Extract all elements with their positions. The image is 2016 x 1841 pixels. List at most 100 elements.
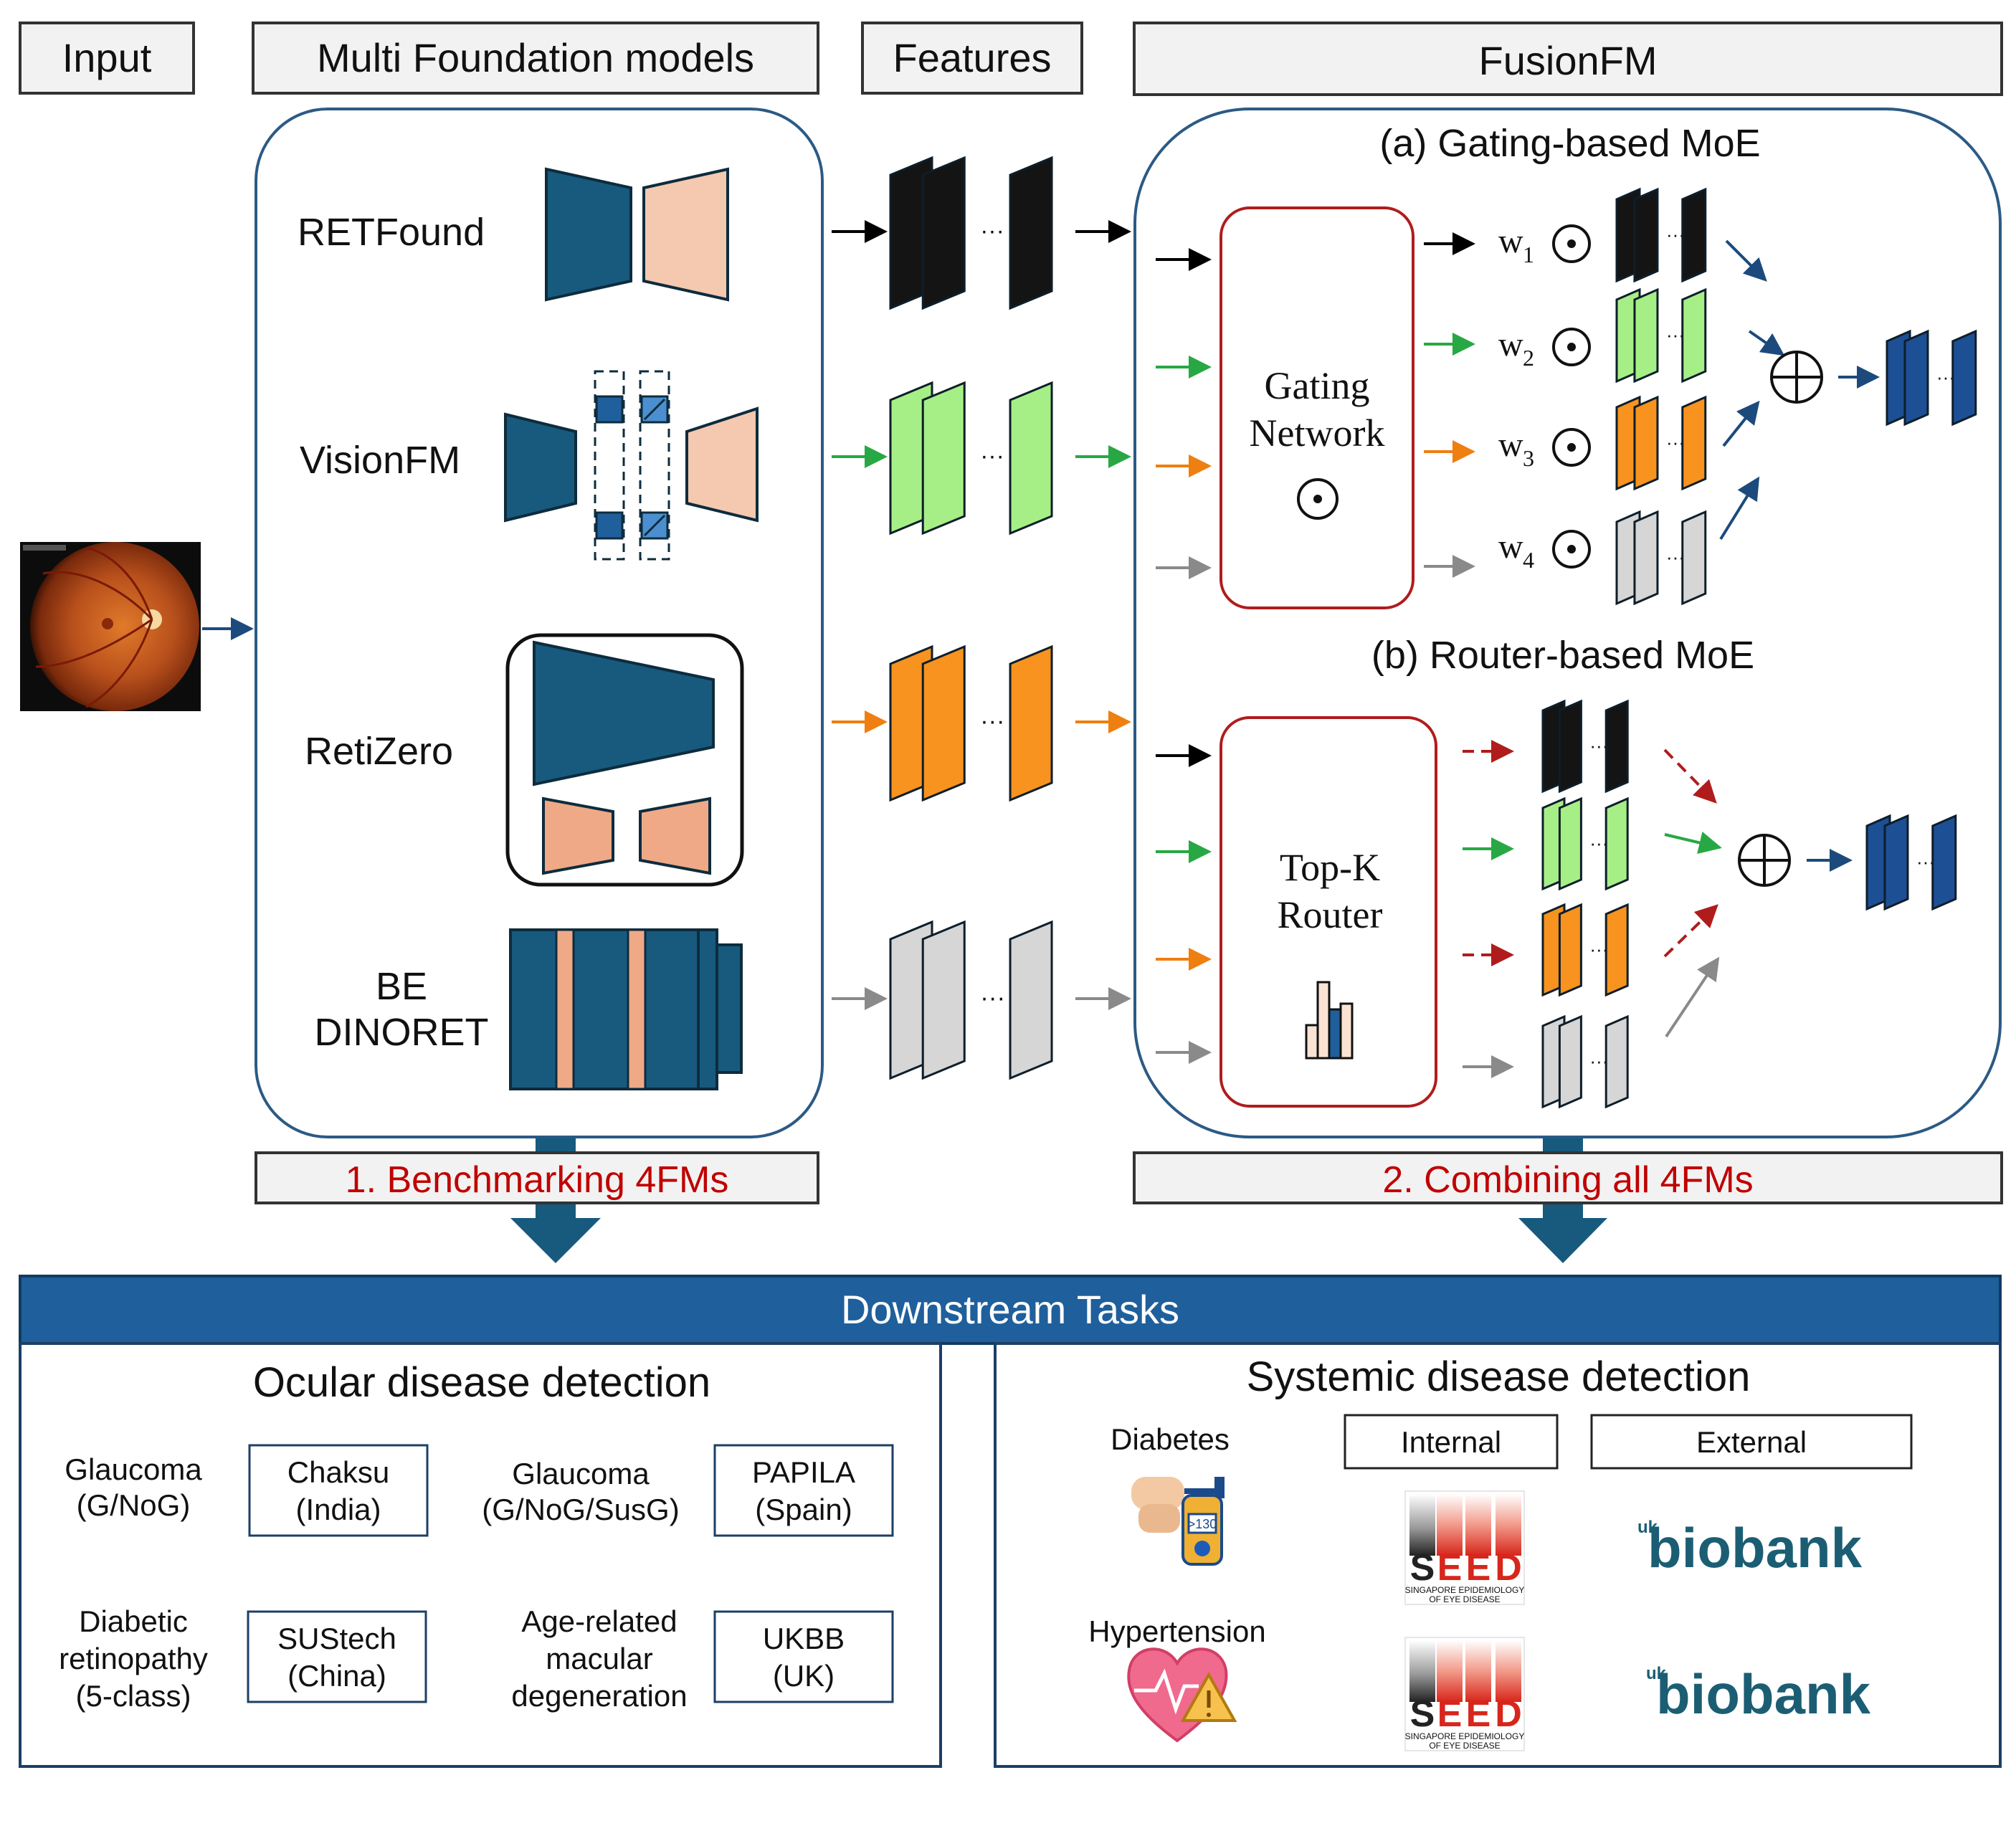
weight-subscript-2: 2 [1523,345,1534,371]
benchmarking-step-box [255,1151,819,1204]
external-header: External [1696,1425,1807,1459]
router-selected-stack-1-map-3 [1604,699,1629,794]
odot-center-2 [1567,343,1576,351]
seed-bar-1-3 [1465,1494,1491,1556]
gating-output-stack-map-3 [1951,329,1977,427]
weight-subscript-3: 3 [1523,445,1534,471]
gating-to-sum-arrow-1 [1725,239,1767,282]
chaksu-label-2: (India) [295,1493,381,1526]
downstream-title: Downstream Tasks [841,1287,1179,1332]
feature-stack-retizero-map-2 [921,644,966,802]
weight-w1: w [1498,222,1523,260]
seed-bar-2-2 [1437,1640,1463,1702]
feature-stack-retfound-map-3 [1009,156,1053,310]
sustech-label-1: SUStech [277,1622,396,1655]
ukbiobank-word-2: biobank [1656,1662,1871,1726]
gating-odot-icon [1297,478,1339,520]
gating-to-sum-arrow-4 [1719,476,1760,541]
weight-subscript-4: 4 [1523,547,1534,573]
ukbb-label-1: UKBB [763,1622,845,1655]
ukbiobank-prefix-1: uk [1637,1518,1658,1537]
model-label-visionfm: VisionFM [300,439,460,482]
heart-warning-icon [1127,1647,1237,1743]
glaucoma1-label-2: (G/NoG) [77,1488,191,1522]
amd-label-2: macular [546,1642,652,1675]
router-selected-stack-3-map-2 [1558,903,1582,997]
odot-center-3 [1567,443,1576,452]
model-label-retfound: RETFound [298,211,485,254]
router-to-sum-arrow-3 [1663,904,1718,958]
feature-stack-be-dinoret-map-3 [1009,920,1053,1080]
gating-weighted-stack-1-map-3 [1681,187,1707,283]
multi-fm-header: Multi Foundation models [317,35,754,80]
dr-label-2: retinopathy [59,1642,208,1675]
features-header: Features [893,35,1052,80]
seed-subtitle-2-2: OF EYE DISEASE [1429,1741,1500,1751]
weight-w4: w [1498,528,1523,566]
bar-chart-icon [1305,981,1354,1060]
gating-weighted-stack-4-map-2 [1633,510,1659,606]
combining-step: 2. Combining all 4FMs [1382,1159,1753,1201]
seed-letter-1-1: S [1410,1547,1435,1589]
feature-stack-visionfm-map-2 [921,381,966,536]
model-label-be: BE [376,965,427,1008]
ocular-title: Ocular disease detection [253,1359,710,1406]
gating-sum-icon [1770,351,1823,404]
feature-stack-visionfm-ellipsis: ··· [980,443,1004,470]
chaksu-dataset-box [248,1444,429,1537]
router-sum-icon [1738,834,1791,887]
gating-output-stack-map-2 [1903,329,1929,427]
gating-network-box [1219,206,1414,609]
input-header-box [19,22,195,95]
be-dinoret-architecture-icon [509,928,743,1090]
gating-to-sum-arrow-2 [1748,330,1785,356]
router-selected-stack-1-map-2 [1558,699,1582,794]
feature-stack-retizero-ellipsis: ··· [980,708,1004,735]
feature-stack-be-dinoret-ellipsis: ··· [980,984,1005,1012]
glaucoma2-label-2: (G/NoG/SusG) [482,1493,679,1526]
seed-letter-2-2: E [1437,1693,1463,1735]
seed-letter-1-2: E [1437,1547,1463,1589]
gating-weighted-stack-2-map-2 [1633,287,1659,384]
ukbb-dataset-box [713,1610,894,1703]
feature-stack-retfound-ellipsis: ··· [980,218,1004,244]
features-column: ··· ··· ··· ··· [832,156,1131,1080]
weight-w3: w [1498,426,1523,464]
benchmarking-step: 1. Benchmarking 4FMs [346,1159,729,1201]
fusion-feature-stacks: ······························ [1156,187,1977,1109]
weight-subscript-1: 1 [1523,242,1534,267]
glaucoma2-label-1: Glaucoma [512,1457,650,1490]
model-label-retizero: RetiZero [305,730,453,773]
diabetes-label: Diabetes [1111,1422,1230,1456]
seed-letter-1-3: E [1466,1547,1491,1589]
topk-router-label-2: Router [1278,893,1383,936]
amd-label-1: Age-related [521,1604,677,1638]
gating-network-label-1: Gating [1265,364,1370,407]
gating-weighted-stack-1-map-2 [1633,187,1659,283]
feature-stack-visionfm-map-3 [1009,381,1053,536]
seed-bar-1-2 [1437,1494,1463,1556]
ukbiobank-prefix-2: uk [1646,1664,1667,1683]
fusionfm-header-box [1133,22,2003,96]
hypertension-label: Hypertension [1088,1614,1265,1648]
gating-moe-title: (a) Gating-based MoE [1379,122,1760,165]
router-selected-stack-3-map-3 [1604,903,1629,997]
dr-label-1: Diabetic [79,1604,188,1638]
gating-weighted-stack-3-map-2 [1633,395,1659,491]
combining-step-box [1133,1151,2003,1204]
seed-letter-2-1: S [1410,1693,1435,1735]
glucose-meter-icon: >130 [1131,1477,1225,1566]
router-output-stack-map-2 [1883,814,1909,911]
gating-weighted-stack-2-map-3 [1681,287,1707,384]
visionfm-architecture-icon [504,370,759,561]
seed-subtitle-1-2: SINGAPORE EPIDEMIOLOGY [1405,1731,1525,1741]
seed-letter-1-4: D [1495,1547,1522,1589]
multi-fm-header-box [252,22,819,95]
router-selected-stack-2-map-3 [1604,796,1629,891]
gating-weighted-stack-3-map-3 [1681,395,1707,491]
retizero-architecture-icon [505,633,744,887]
